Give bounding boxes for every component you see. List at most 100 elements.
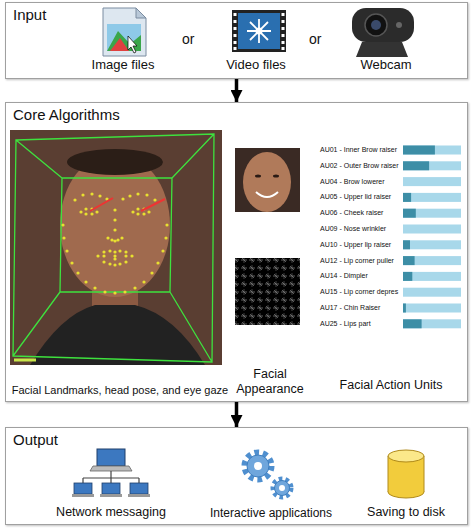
webcam-clip — [356, 42, 408, 57]
section-panel: Facial Landmarks, head pose, and eye gaz… — [5, 102, 468, 402]
au-bar-value — [403, 256, 415, 265]
au-bar-track — [403, 161, 461, 170]
au-bar-value — [403, 209, 416, 218]
au-bar-track — [403, 209, 461, 218]
cylinder-top — [388, 450, 424, 462]
gear-hole — [254, 462, 262, 470]
au-bar-value — [403, 319, 422, 328]
gear-body — [275, 481, 290, 496]
au-bars — [403, 146, 461, 329]
item-caption: Network messaging — [56, 505, 166, 520]
output-target: Network messaging — [46, 446, 176, 522]
star-burst — [247, 19, 271, 43]
network-icon — [72, 449, 150, 497]
face-crop-eye — [273, 175, 279, 178]
client-base — [100, 494, 122, 497]
output-target: Saving to disk — [351, 446, 461, 522]
item-caption: Video files — [226, 57, 286, 73]
au-bar-track — [403, 304, 461, 313]
landmark-photo — [10, 130, 222, 365]
item-caption: Interactive applications — [210, 506, 332, 520]
output-target: Interactive applications — [191, 446, 351, 522]
webcam-light — [396, 22, 402, 28]
landmark-dots — [63, 194, 167, 293]
au-bar-value — [403, 272, 412, 281]
panel-title: Output — [13, 431, 58, 448]
input-source: Video files — [206, 5, 306, 75]
webcam-icon — [352, 8, 414, 57]
face-crop-eye — [255, 175, 261, 178]
film-frame — [238, 13, 280, 49]
au-bar-track — [403, 193, 461, 202]
disk-icon — [388, 450, 424, 498]
gear-teeth — [245, 453, 271, 479]
scale-bar — [14, 359, 36, 362]
photo-shirt — [30, 305, 205, 365]
laptop-screen — [97, 449, 125, 466]
au-bar-track — [403, 272, 461, 281]
item-caption: Facial Appearance — [232, 367, 308, 397]
item-caption: Facial Landmarks, head pose, and eye gaz… — [12, 384, 228, 397]
webcam-body — [352, 8, 414, 42]
picture-hill — [107, 31, 141, 51]
item-caption: Saving to disk — [367, 505, 445, 520]
panel-title: Input — [13, 6, 46, 23]
laptop-base — [90, 466, 132, 471]
video-file-icon — [232, 10, 286, 52]
input-source: Webcam — [336, 5, 436, 75]
hog-image — [235, 258, 300, 325]
algorithm-box: Facial Appearance — [232, 143, 308, 399]
au-bar-track — [403, 256, 461, 265]
hog-cells — [235, 258, 300, 325]
cylinder-sides — [388, 456, 424, 492]
head-pose-box — [13, 134, 214, 362]
au-bar-value — [403, 240, 410, 249]
face-crop-background — [235, 148, 300, 212]
flow-arrow — [235, 402, 239, 427]
au-bar-track — [403, 225, 461, 234]
photo-neck — [92, 280, 138, 310]
au-bar-track — [403, 240, 461, 249]
item-caption: Image files — [92, 57, 155, 73]
client-screen — [74, 483, 92, 494]
webcam-glass — [371, 20, 381, 30]
picture-sky — [107, 24, 141, 51]
photo-face — [60, 153, 170, 297]
au-bar-track — [403, 319, 461, 328]
face-crop-smile — [256, 192, 278, 197]
gear-hole — [279, 485, 285, 491]
cylinder-bottom — [388, 486, 424, 498]
mouse-cursor — [128, 36, 137, 53]
network-wires — [83, 471, 139, 483]
film-strip — [232, 10, 286, 52]
au-bar-track — [403, 146, 461, 155]
file-fold — [136, 8, 146, 18]
file-page — [103, 8, 146, 56]
face-crop-face — [243, 152, 291, 212]
flow-arrow — [235, 79, 239, 102]
hog-background — [235, 258, 300, 325]
au-bar-value — [403, 193, 411, 202]
gear-teeth — [273, 479, 291, 497]
cylinder-body — [388, 456, 424, 492]
webcam-lens — [365, 14, 387, 36]
algorithm-box: Facial Landmarks, head pose, and eye gaz… — [8, 129, 232, 399]
gear-body — [247, 455, 269, 477]
section-panel: Image files Video files Webcam Input — [5, 2, 468, 79]
algorithm-box: Facial Action Units — [316, 139, 466, 395]
au-bar-track — [403, 288, 461, 297]
aligned-face — [235, 148, 300, 212]
panel-title: Core Algorithms — [13, 106, 120, 123]
client-base — [72, 494, 94, 497]
gears-icon — [245, 453, 291, 497]
client-screen — [130, 483, 148, 494]
client-screen — [102, 483, 120, 494]
au-bar-value — [403, 304, 406, 313]
sprocket-holes — [234, 13, 285, 50]
photo-hair — [67, 149, 163, 175]
input-source: Image files — [78, 5, 168, 75]
image-file-icon — [103, 8, 146, 56]
photo-background — [10, 130, 222, 365]
